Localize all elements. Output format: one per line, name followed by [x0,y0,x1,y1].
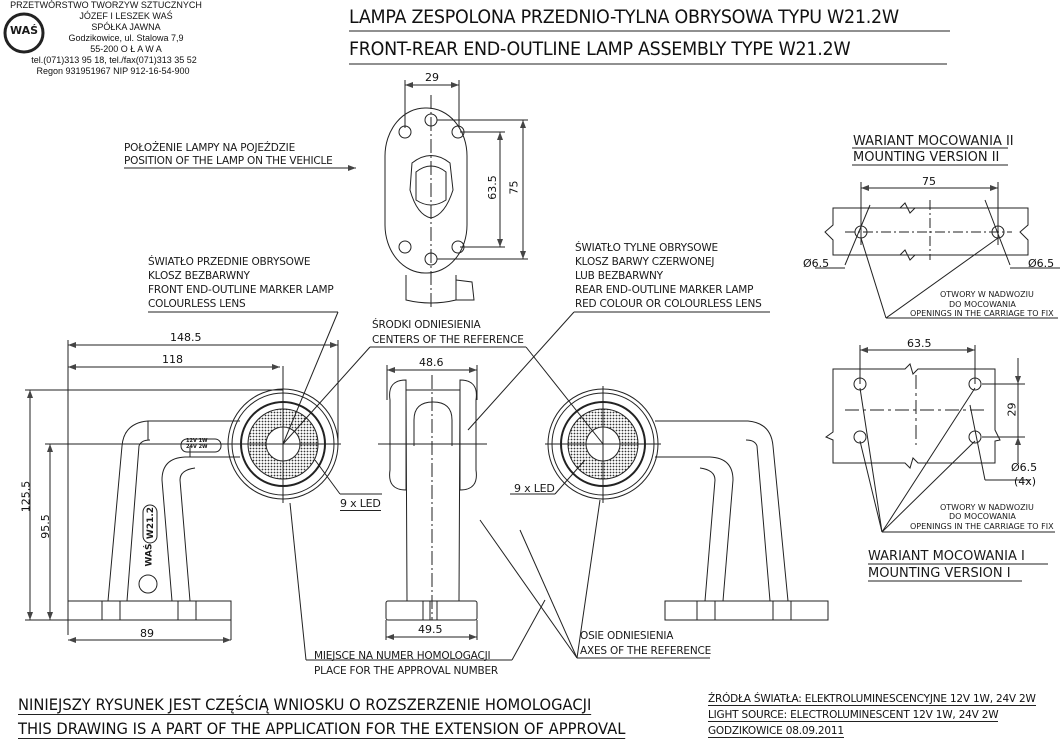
front-lamp-note-line: FRONT END-OUTLINE MARKER LAMP [148,284,334,296]
dim-top-outer: 75 [507,180,521,195]
mounting-2-openings-line: DO MOCOWANIA [949,300,1016,309]
reference-centers-pl: ŚRODKI ODNIESIENIA [372,319,481,331]
mounting-2-openings-line: OPENINGS IN THE CARRIAGE TO FIX [910,309,1054,318]
dim-total-width: 148.5 [170,331,202,344]
company-logo-text: WAŚ [10,24,39,37]
dim-top-inner: 63.5 [485,175,499,200]
mounting-1-openings-line: DO MOCOWANIA [949,512,1016,521]
footer-note-en: THIS DRAWING IS A PART OF THE APPLICATIO… [18,719,626,739]
company-info: PRZETWÓRSTWO TWORZYW SZTUCZNYCH JÓZEF I … [0,0,212,77]
voltage-label-24v: 24V 2W [186,444,208,450]
reference-centers-en: CENTERS OF THE REFERENCE [372,334,524,346]
front-lamp-note-line: ŚWIATŁO PRZEDNIE OBRYSOWE [148,256,311,268]
reference-axes-pl: OSIE ODNIESIENIA [580,630,674,642]
mounting-version-1-drawing [824,345,1055,582]
led-label-right: 9 x LED [514,482,555,495]
rear-lamp-note-line: KLOSZ BARWY CZERWONEJ [575,256,715,268]
position-note-en: POSITION OF THE LAMP ON THE VEHICLE [124,155,333,167]
voltage-label-12v: 12V 1W [186,438,208,444]
dim-height-total: 125.5 [19,480,33,513]
light-source-pl: ŹRÓDŁA ŚWIATŁA: ELEKTROLUMINESCENCYJNE 1… [708,693,1036,706]
rear-lamp-note-line: LUB BEZBARWNY [575,270,663,282]
marking-was: WAŚ [144,543,155,567]
leader-lines [148,311,770,661]
type-marking-frame [142,504,158,544]
rear-lamp-note-line: ŚWIATŁO TYLNE OBRYSOWE [575,242,718,254]
rear-lamp-note-line: RED COLOUR OR COLOURLESS LENS [575,298,762,310]
mounting-2-openings-line: OTWORY W NADWOZIU [940,290,1034,299]
mounting-1-openings-line: OPENINGS IN THE CARRIAGE TO FIX [910,522,1054,531]
dim-front-top: 48.6 [419,356,444,369]
mounting-2-dim-hole-left: Ø6.5 [803,257,830,270]
title-pl: LAMPA ZESPOLONA PRZEDNIO-TYLNA OBRYSOWA … [349,6,899,28]
place-date: GODZIKOWICE 08.09.2011 [708,725,844,738]
mounting-2-title-en: MOUNTING VERSION II [853,150,1000,165]
title-en: FRONT-REAR END-OUTLINE LAMP ASSEMBLY TYP… [349,38,851,60]
front-view [378,365,487,640]
company-address: Godzikowice, ul. Stalowa 7,9 [68,33,184,43]
marking-type: W21.2 [146,506,157,540]
company-city: 55-200 O Ł A W A [90,44,162,54]
company-logo [3,12,45,54]
dim-front-base: 49.5 [418,623,443,636]
reference-axes-en: AXES OF THE REFERENCE [580,645,712,657]
dim-base-width: 89 [140,627,154,640]
dim-height-center: 95.5 [38,514,52,539]
footer-note-pl: NINIEJSZY RYSUNEK JEST CZĘŚCIĄ WNIOSKU O… [18,695,592,715]
company-type: SPÓŁKA JAWNA [91,22,161,32]
mounting-1-openings-line: OTWORY W NADWOZIU [940,503,1034,512]
company-phone: tel.(071)313 95 18, tel./fax(071)313 35 … [31,55,197,65]
rear-lamp-note-line: REAR END-OUTLINE MARKER LAMP [575,284,754,296]
mounting-version-2-drawing [815,147,1060,319]
company-registry: Regon 931951967 NIP 912-16-54-900 [36,66,190,76]
front-lamp-note-line: COLOURLESS LENS [148,298,246,310]
company-owners: JÓZEF I LESZEK WAŚ [79,11,173,21]
mounting-1-dim-hole: Ø6.5 [1011,461,1038,474]
dim-center-width: 118 [162,353,183,366]
top-view [384,80,528,310]
mounting-1-title-pl: WARIANT MOCOWANIA I [868,549,1025,564]
approval-place-pl: MIEJSCE NA NUMER HOMOLOGACJI [314,650,491,662]
light-source-en: LIGHT SOURCE: ELECTROLUMINESCENT 12V 1W,… [708,709,999,722]
company-name: PRZETWÓRSTWO TWORZYW SZTUCZNYCH [10,0,202,10]
led-label-left: 9 x LED [340,497,381,511]
position-note-pl: POŁOŻENIE LAMPY NA POJEŹDZIE [124,142,296,154]
mounting-2-dim-hole-right: Ø6.5 [1028,257,1055,270]
approval-place-en: PLACE FOR THE APPROVAL NUMBER [314,665,498,677]
mounting-1-dim-vertical: 29 [1005,402,1019,417]
mounting-1-dim-spacing: 63.5 [907,337,932,350]
dim-top-width: 29 [425,71,439,84]
mounting-2-title-pl: WARIANT MOCOWANIA II [853,134,1014,149]
side-view-left [25,340,341,643]
mounting-1-title-en: MOUNTING VERSION I [868,566,1011,581]
front-lamp-note-line: KLOSZ BEZBARWNY [148,270,250,282]
mounting-2-dim-spacing: 75 [922,175,936,188]
mounting-1-dim-count: (4x) [1014,475,1037,488]
